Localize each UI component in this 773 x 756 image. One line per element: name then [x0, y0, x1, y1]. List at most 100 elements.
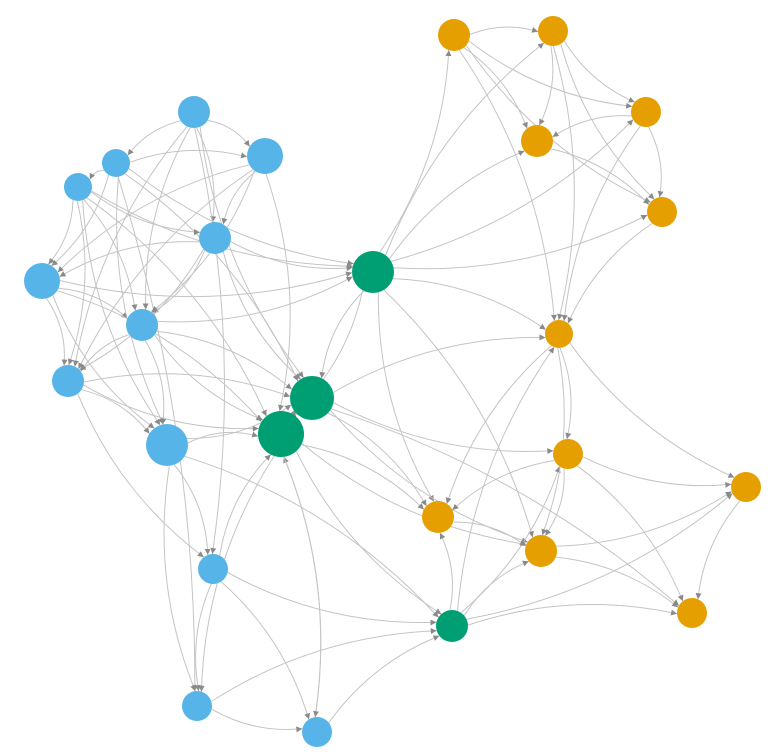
- edge-b7-g1: [157, 276, 353, 323]
- node-o1: [438, 19, 470, 51]
- edge-o5-o6: [567, 223, 653, 324]
- edge-b11-g4: [211, 628, 437, 702]
- node-b3: [247, 138, 283, 174]
- edge-o3-o5: [647, 126, 664, 198]
- edge-g2-o8: [327, 412, 427, 507]
- edge-b3-b5: [221, 171, 256, 225]
- edge-o7-o11: [576, 465, 684, 602]
- node-o6: [545, 320, 573, 348]
- edge-o9-o10: [556, 491, 732, 547]
- edge-b8-g2: [83, 373, 291, 398]
- node-b1: [178, 96, 210, 128]
- edge-g4-o6: [457, 346, 555, 612]
- node-o10: [731, 472, 761, 502]
- node-b7: [126, 309, 158, 341]
- edge-b11-b12: [211, 708, 303, 733]
- node-g3: [258, 411, 304, 457]
- node-b4: [64, 173, 92, 201]
- edge-g3-b12: [283, 456, 322, 718]
- edge-b6-b8: [46, 298, 68, 366]
- edge-g1-o3: [390, 119, 634, 262]
- edge-g2-o9: [329, 409, 528, 544]
- edge-b4-g3: [86, 197, 267, 417]
- edge-b4-b8: [67, 200, 86, 366]
- edge-o1-o6: [458, 49, 557, 321]
- edge-b10-b11: [194, 583, 212, 692]
- edge-b6-b9: [52, 295, 155, 429]
- edge-b1-b7: [142, 127, 191, 310]
- edge-b4-b6: [48, 200, 74, 265]
- edge-b5-b7: [152, 250, 206, 314]
- edge-b4-b5: [90, 191, 201, 236]
- node-g1: [352, 251, 394, 293]
- edge-g3-o9: [301, 443, 527, 547]
- edge-b7-b8: [80, 334, 130, 372]
- edge-b2-b3: [129, 149, 248, 163]
- edge-g1-o8: [377, 292, 435, 502]
- edge-b2-b4: [89, 169, 105, 180]
- edge-o6-o8: [445, 345, 552, 504]
- edge-b5-b6: [59, 241, 200, 278]
- edge-g1-o1: [379, 50, 452, 253]
- edge-b8-g3: [83, 384, 259, 432]
- edge-o2-o6: [552, 45, 575, 321]
- edge-b3-b8: [78, 169, 254, 370]
- edge-b9-b10: [173, 464, 211, 555]
- node-b8: [52, 365, 84, 397]
- edge-o7-o9: [544, 468, 565, 536]
- edge-b9-b11: [163, 465, 196, 692]
- edge-b7-b9: [144, 340, 167, 425]
- edge-b8-b10: [77, 393, 205, 558]
- edge-b2-b6: [51, 174, 110, 267]
- edge-b6-g3: [57, 290, 262, 422]
- node-o4: [521, 125, 553, 157]
- edge-b1-b8: [72, 126, 188, 367]
- edge-g4-o11: [467, 604, 678, 626]
- edge-b5-g1: [230, 240, 353, 272]
- edge-b1-b3: [207, 119, 251, 147]
- edge-b4-b9: [82, 200, 161, 426]
- edge-b1-b2: [127, 120, 181, 156]
- edge-b1-b5: [196, 127, 217, 223]
- edge-g1-o6: [392, 278, 546, 331]
- edge-o1-o3: [468, 40, 633, 109]
- edge-o6-o7: [559, 347, 572, 440]
- edge-b2-b9: [116, 176, 164, 425]
- edge-b12-g4: [328, 635, 440, 723]
- edge-o2-o3: [563, 40, 635, 103]
- edge-g1-o2: [385, 42, 545, 256]
- edge-b6-b7: [58, 287, 128, 319]
- edge-b1-b10: [194, 127, 225, 555]
- edge-b9-g4: [184, 455, 439, 618]
- node-o11: [677, 598, 707, 628]
- edge-g3-g4: [295, 450, 442, 615]
- node-o7: [553, 439, 583, 469]
- edge-b9-g3: [187, 431, 259, 444]
- node-g4: [436, 610, 468, 642]
- edge-b7-g3: [154, 334, 264, 421]
- edge-b5-g2: [222, 251, 301, 380]
- edge-b10-g3: [219, 454, 272, 556]
- edge-o1-o2: [469, 26, 539, 35]
- edge-b2-g1: [128, 168, 354, 266]
- edge-g4-o9: [463, 560, 529, 616]
- edge-o4-o5: [550, 148, 650, 205]
- edge-g1-o5: [393, 214, 648, 270]
- node-g2: [290, 376, 334, 420]
- edge-g4-o10: [466, 493, 733, 620]
- edge-o2-o5: [560, 43, 655, 200]
- edge-b12-g3: [283, 456, 322, 718]
- edge-g1-o4: [388, 150, 525, 260]
- nodes-layer: [24, 16, 761, 747]
- edge-g2-o6: [333, 334, 546, 393]
- edge-b6-g1: [59, 271, 353, 298]
- edge-b2-g2: [124, 173, 299, 382]
- node-o2: [538, 16, 568, 46]
- edge-b10-g4: [227, 572, 437, 626]
- edge-b8-b9: [81, 389, 150, 434]
- edges-layer: [46, 26, 741, 733]
- edge-o1-o5: [465, 45, 651, 203]
- node-b9: [146, 424, 188, 466]
- edge-b7-g2: [156, 330, 293, 390]
- edge-o9-o11: [555, 556, 679, 608]
